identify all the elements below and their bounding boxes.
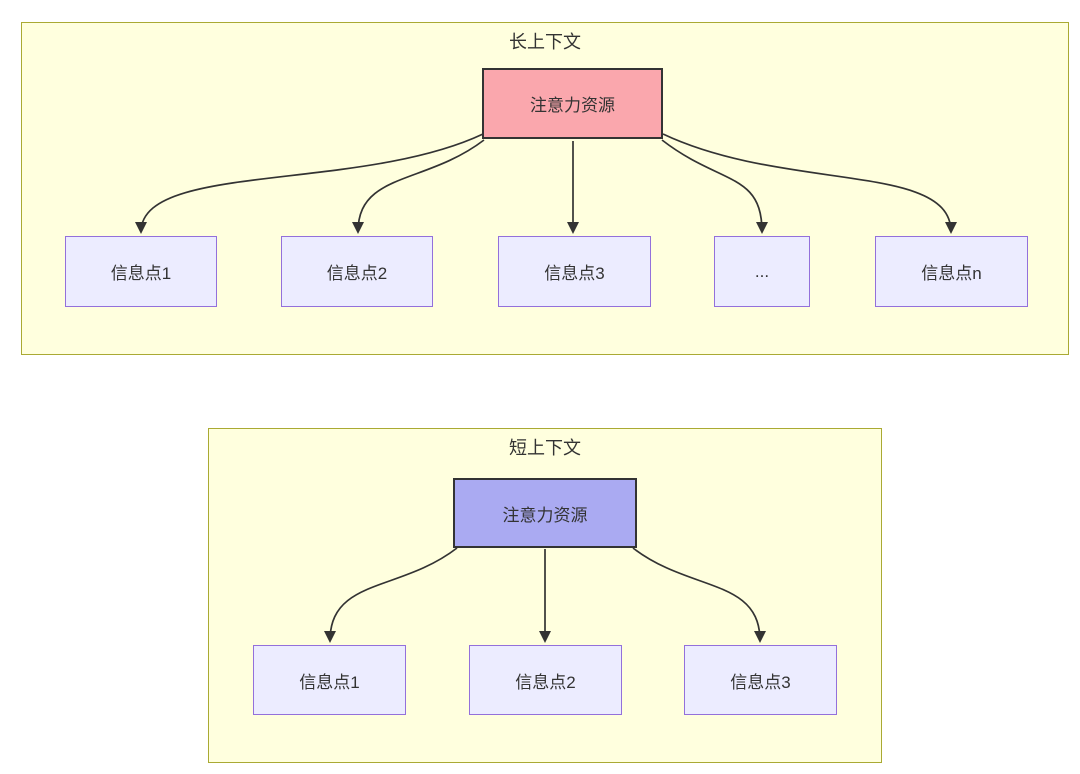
long-info-node-n: 信息点n <box>875 236 1028 307</box>
short-info-node-3: 信息点3 <box>684 645 837 715</box>
long-attention-resource-node: 注意力资源 <box>482 68 663 139</box>
long-info-node-1: 信息点1 <box>65 236 217 307</box>
long-info-node-2: 信息点2 <box>281 236 433 307</box>
short-info-node-1: 信息点1 <box>253 645 406 715</box>
short-info-node-2: 信息点2 <box>469 645 622 715</box>
long-info-node-ellipsis: ... <box>714 236 810 307</box>
long-info-node-3: 信息点3 <box>498 236 651 307</box>
short-attention-resource-node: 注意力资源 <box>453 478 637 548</box>
long-context-title: 长上下文 <box>509 32 581 52</box>
short-context-title: 短上下文 <box>509 438 581 458</box>
